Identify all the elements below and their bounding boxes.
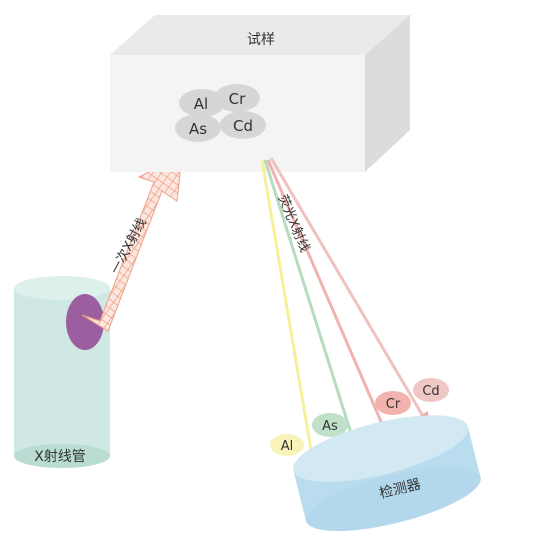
emission-chip-cr	[375, 391, 411, 415]
fluorescent-ray-label: 荧光X射线	[274, 192, 313, 254]
detector-top	[293, 415, 469, 482]
emission-labels: Al As Cr Cd	[270, 378, 449, 456]
detector-bottom	[305, 467, 481, 531]
emission-chip-al	[270, 434, 304, 456]
emission-as: As	[322, 419, 338, 434]
sample-label: 试样	[247, 32, 275, 48]
emission-al: Al	[281, 439, 294, 454]
ray-al	[260, 159, 315, 463]
x-ray-tube: X射线管	[14, 276, 110, 468]
detector: 检测器	[293, 415, 481, 531]
ray-cr	[266, 159, 391, 441]
tube-label: X射线管	[34, 449, 86, 465]
element-chip-al	[179, 89, 225, 117]
emission-cr: Cr	[386, 397, 401, 412]
emission-chip-cd	[413, 378, 449, 402]
tube-bottom	[14, 444, 110, 468]
element-chip-cr	[214, 84, 260, 112]
element-al: Al	[194, 95, 208, 113]
ray-as	[263, 159, 357, 447]
ray-cd	[269, 157, 429, 424]
sample-top-face	[110, 15, 410, 55]
sample-side-face	[365, 15, 410, 172]
emission-chip-as	[312, 413, 348, 437]
element-cr: Cr	[229, 90, 246, 108]
element-chip-as	[175, 114, 221, 142]
tube-top	[14, 276, 110, 300]
sample-box: 试样 Al Cr As Cd	[110, 15, 410, 172]
emission-cd: Cd	[422, 384, 439, 399]
element-chip-cd	[220, 111, 266, 139]
element-as: As	[189, 120, 207, 138]
x-ray-source	[66, 294, 104, 350]
element-cd: Cd	[233, 117, 253, 135]
